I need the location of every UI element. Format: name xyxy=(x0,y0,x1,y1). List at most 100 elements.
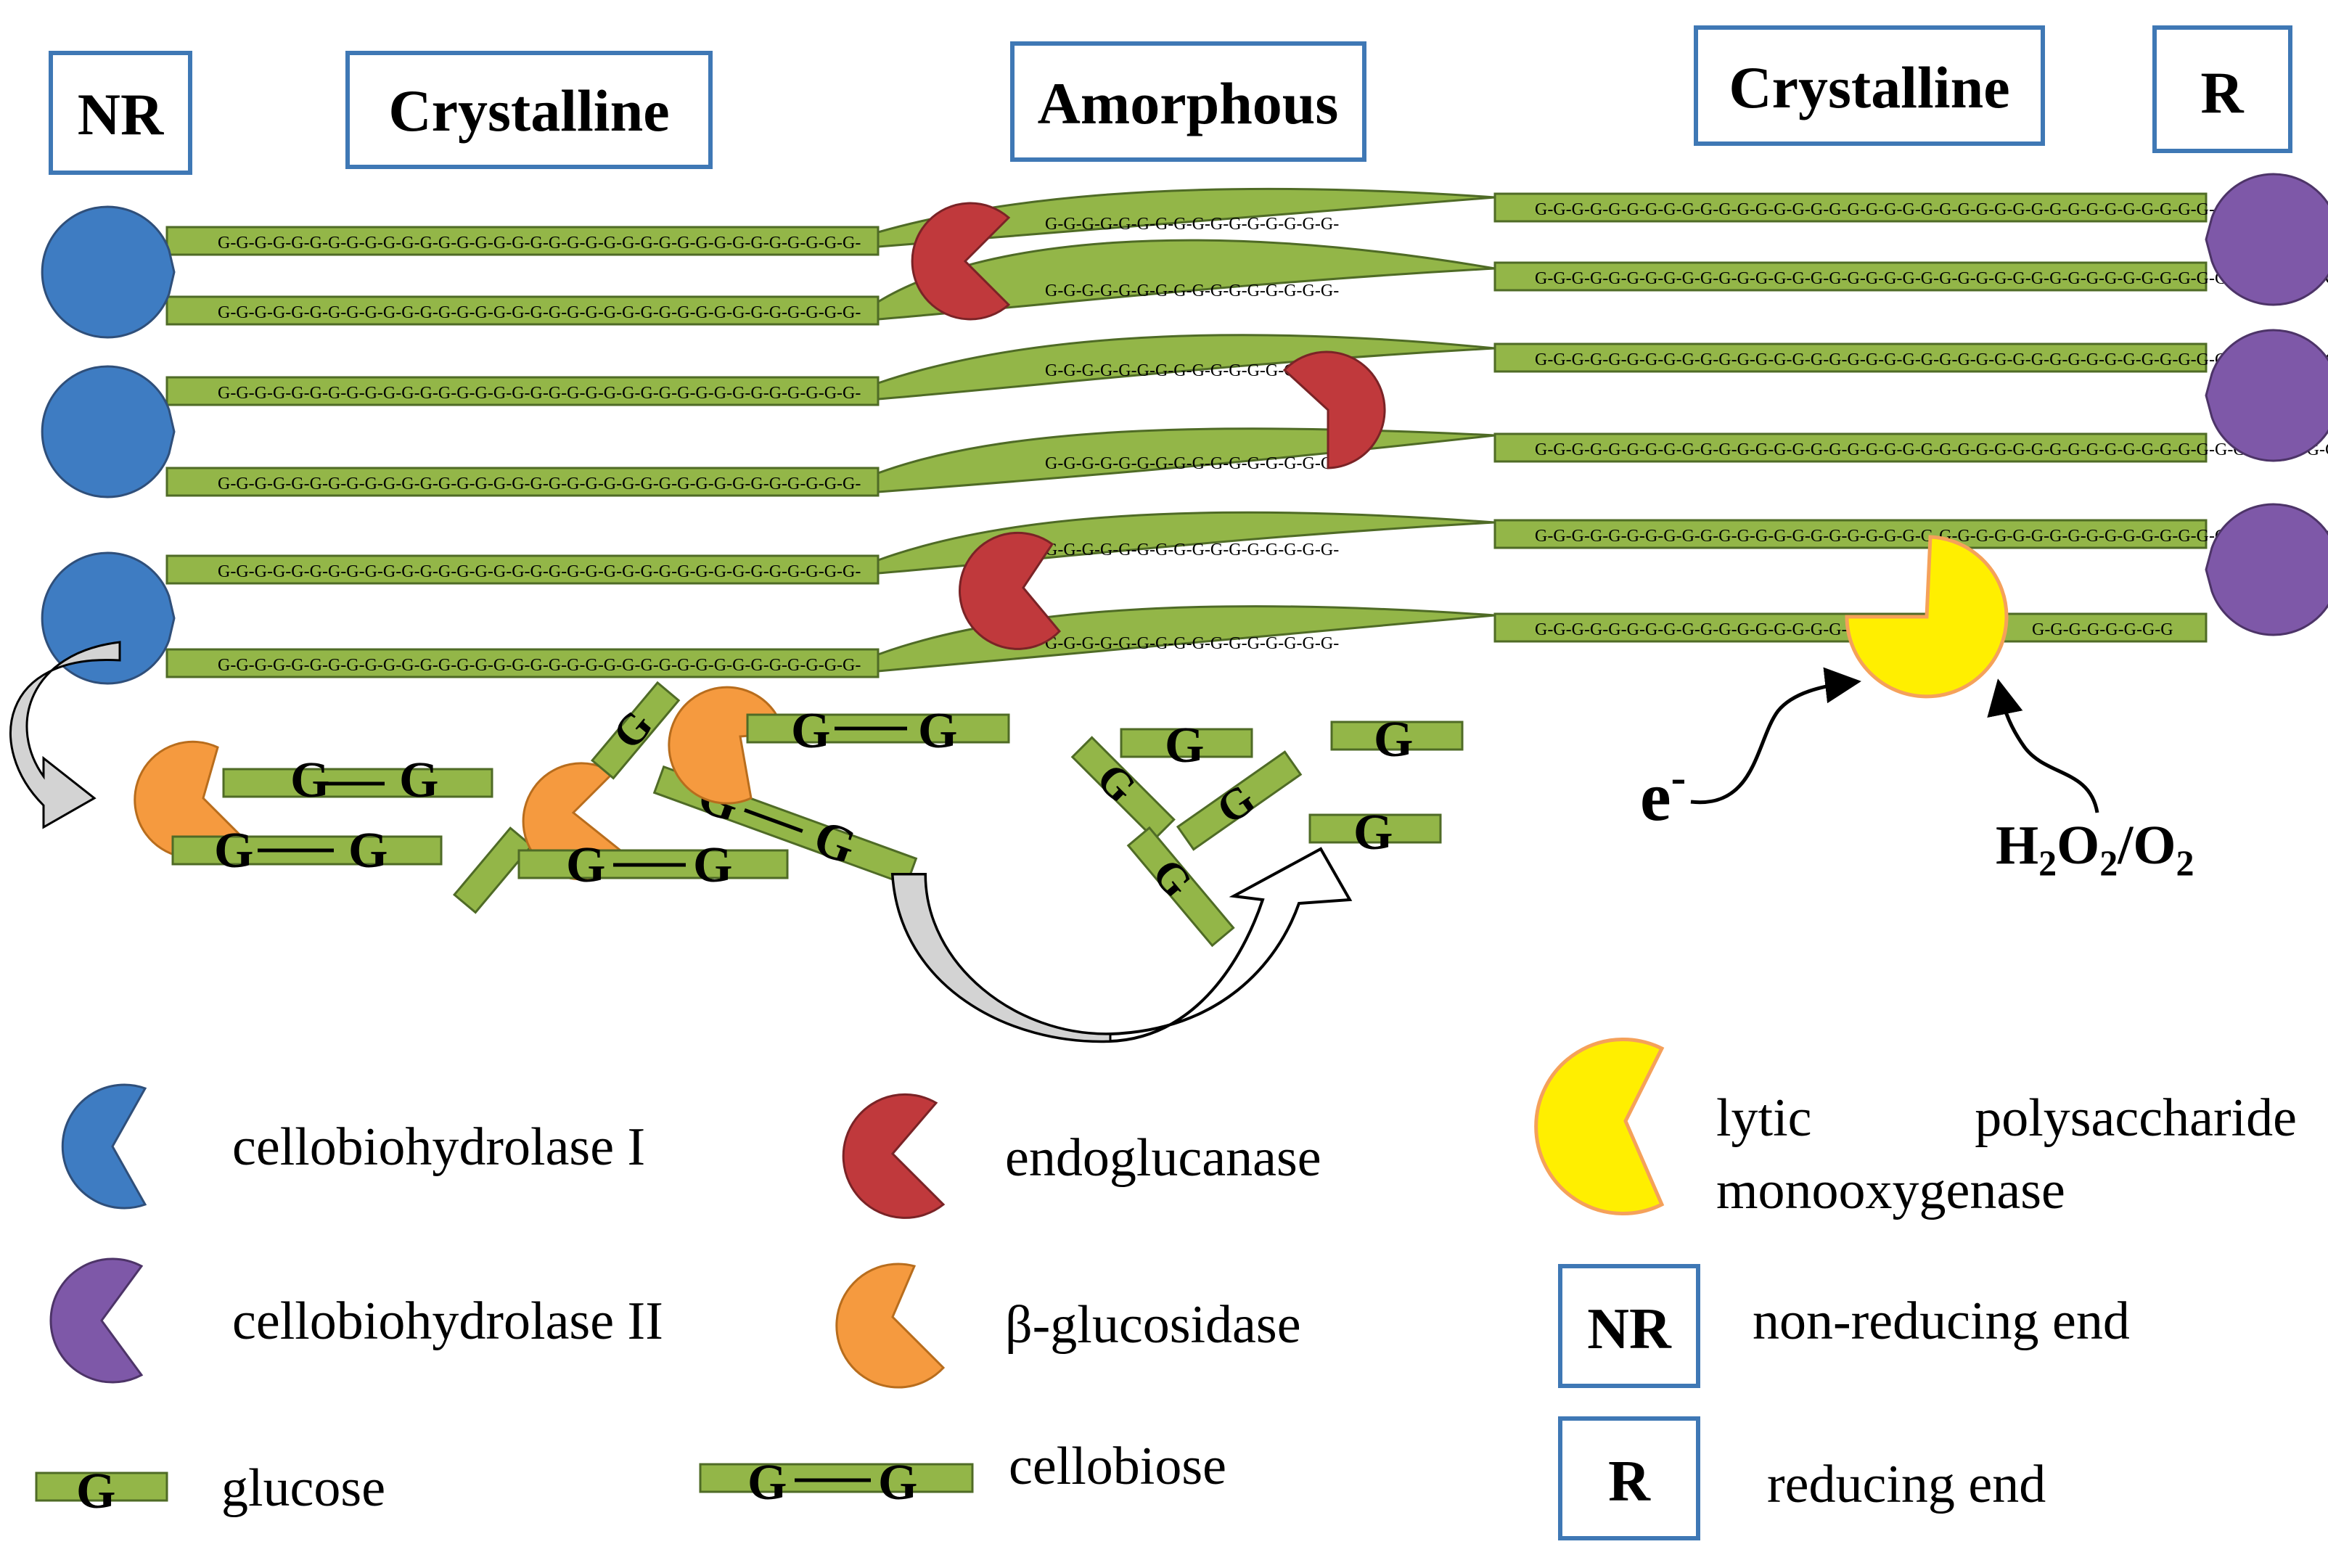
cbh1-enzyme-2 xyxy=(41,365,176,498)
cbh2-enzymes xyxy=(2205,173,2328,636)
legend-lpmo-text: lytic xyxy=(1716,1088,1812,1148)
oxidant-label: H2O2/O2 xyxy=(1996,815,2194,883)
cbh2-enzyme-3 xyxy=(2205,503,2328,636)
glucose-product xyxy=(452,826,533,914)
crystalline-left-box: Crystalline xyxy=(345,51,713,169)
svg-text:G: G xyxy=(693,837,732,893)
svg-text:G: G xyxy=(566,837,605,893)
chain-bar-left-3: G-G-G-G-G-G-G-G-G-G-G-G-G-G-G-G-G-G-G-G-… xyxy=(165,376,880,406)
legend-endoglucanase-icon xyxy=(842,1093,946,1219)
amorphous-chain-text: G-G-G-G-G-G-G-G-G-G-G-G-G-G-G-G- xyxy=(1045,215,1339,234)
chain-text: G-G-G-G-G-G-G-G-G-G-G-G-G-G-G-G-G-G xyxy=(1535,620,1860,639)
chain-text: G-G-G-G-G-G-G-G-G-G-G-G-G-G-G-G-G-G-G-G-… xyxy=(1535,440,2328,459)
legend-glucose-text: glucose xyxy=(221,1458,385,1518)
cellobiose-product: G G xyxy=(222,752,493,808)
crystalline-right-label: Crystalline xyxy=(1729,54,2009,120)
right-crystalline-chains: G-G-G-G-G-G-G-G-G-G-G-G-G-G-G-G-G-G-G-G-… xyxy=(1493,192,2328,643)
r-region-box: R xyxy=(2152,25,2292,153)
legend-nr-box xyxy=(1558,1264,1700,1388)
glucose-product: G xyxy=(1070,736,1176,841)
chain-text: G-G-G-G-G-G-G-G-G-G-G-G-G-G-G-G-G-G-G-G-… xyxy=(1535,200,2328,219)
legend-endoglucanase-text: endoglucanase xyxy=(1005,1128,1321,1188)
svg-text:G: G xyxy=(1353,805,1393,861)
legend-cbh1-icon xyxy=(61,1083,147,1210)
glucose-product: G xyxy=(1120,718,1253,773)
nr-region-box: NR xyxy=(49,51,192,175)
svg-text:G: G xyxy=(1165,718,1204,773)
legend-nr-text: non-reducing end xyxy=(1753,1292,2130,1351)
chain-bar-left-5: G-G-G-G-G-G-G-G-G-G-G-G-G-G-G-G-G-G-G-G-… xyxy=(165,554,880,585)
chain-bar-right-3: G-G-G-G-G-G-G-G-G-G-G-G-G-G-G-G-G-G-G-G-… xyxy=(1493,342,2328,373)
chain-text: G-G-G-G-G-G-G-G-G-G-G-G-G-G-G-G-G-G-G-G-… xyxy=(218,303,861,322)
crystalline-left-label: Crystalline xyxy=(388,78,669,144)
hydrolysis-products: G G G G G G G G xyxy=(134,681,1464,948)
cbh1-enzymes xyxy=(41,205,176,685)
legend-lpmo-icon xyxy=(1534,1038,1665,1215)
legend-bglucosidase-icon xyxy=(835,1263,946,1389)
amorphous-chain-text: G-G-G-G-G-G-G-G-G-G-G-G-G-G-G-G- xyxy=(1045,634,1339,653)
endoglucanase-3 xyxy=(959,531,1062,650)
chain-bar-right-2: G-G-G-G-G-G-G-G-G-G-G-G-G-G-G-G-G-G-G-G-… xyxy=(1493,261,2328,292)
r-label: R xyxy=(2200,59,2244,126)
chain-text: G-G-G-G-G-G-G-G xyxy=(2032,620,2173,639)
endoglucanase-1 xyxy=(911,202,1011,321)
amorphous-chain-text: G-G-G-G-G-G-G-G-G-G-G-G-G-G-G-G- xyxy=(1045,541,1339,559)
svg-text:G: G xyxy=(791,703,830,759)
amorphous-chain-text: G-G-G-G-G-G-G-G-G-G-G-G-G-G-G-G- xyxy=(1045,454,1339,473)
legend-cellobiose-text: cellobiose xyxy=(1009,1437,1226,1496)
legend-cellobiose-icon: G G xyxy=(699,1455,974,1511)
lpmo-inputs: e- H2O2/O2 xyxy=(1640,667,2194,883)
legend-nr-label: NR xyxy=(1587,1297,1672,1361)
electron-label: e- xyxy=(1640,753,1686,835)
cellobiose-product: G G xyxy=(517,837,789,893)
legend-lpmo-text: monooxygenase xyxy=(1716,1161,2065,1220)
crystalline-right-box: Crystalline xyxy=(1694,25,2045,146)
legend-cbh2-text: cellobiohydrolase II xyxy=(232,1292,663,1351)
cbh1-enzyme-1 xyxy=(41,205,176,339)
chain-text: G-G-G-G-G-G-G-G-G-G-G-G-G-G-G-G-G-G-G-G-… xyxy=(218,475,861,493)
chain-text: G-G-G-G-G-G-G-G-G-G-G-G-G-G-G-G-G-G-G-G-… xyxy=(1535,269,2328,288)
cbh1-enzyme-3 xyxy=(41,551,176,685)
svg-text:G: G xyxy=(878,1455,917,1511)
svg-text:G: G xyxy=(214,823,253,879)
nr-label: NR xyxy=(78,81,164,147)
chain-text: G-G-G-G-G-G-G-G-G-G-G-G-G-G-G-G-G-G-G-G-… xyxy=(218,234,861,253)
svg-text:G: G xyxy=(76,1464,115,1519)
chain-bar-right-4: G-G-G-G-G-G-G-G-G-G-G-G-G-G-G-G-G-G-G-G-… xyxy=(1493,432,2328,463)
legend-r-text: reducing end xyxy=(1767,1455,2046,1514)
chain-text: G-G-G-G-G-G-G-G-G-G-G-G-G-G-G-G-G-G-G-G-… xyxy=(218,562,861,581)
cbh2-enzyme-2 xyxy=(2205,329,2328,462)
glucose-product: G xyxy=(1126,826,1235,948)
chain-bar-left-1: G-G-G-G-G-G-G-G-G-G-G-G-G-G-G-G-G-G-G-G-… xyxy=(165,226,880,256)
amorphous-box: Amorphous xyxy=(1010,41,1366,162)
bglucosidase-3 xyxy=(668,686,785,805)
endoglucanase-2 xyxy=(1282,350,1386,469)
glucose-product: G xyxy=(1330,712,1464,768)
chain-text: G-G-G-G-G-G-G-G-G-G-G-G-G-G-G-G-G-G-G-G-… xyxy=(218,656,861,675)
legend-bglucosidase-text: β-glucosidase xyxy=(1005,1295,1301,1355)
chain-bar-left-4: G-G-G-G-G-G-G-G-G-G-G-G-G-G-G-G-G-G-G-G-… xyxy=(165,467,880,497)
svg-text:G: G xyxy=(348,823,388,879)
conversion-arrow xyxy=(890,847,1353,1043)
amorphous-label: Amorphous xyxy=(1038,70,1339,136)
legend-cbh1-text: cellobiohydrolase I xyxy=(232,1117,645,1177)
svg-text:G: G xyxy=(918,703,957,759)
svg-text:G: G xyxy=(747,1455,787,1511)
legend-r-box xyxy=(1558,1416,1700,1540)
lpmo-enzyme xyxy=(1845,535,2009,699)
legend-r-label: R xyxy=(1608,1450,1651,1514)
glucose-product: G xyxy=(1308,805,1442,861)
chain-bar-left-2: G-G-G-G-G-G-G-G-G-G-G-G-G-G-G-G-G-G-G-G-… xyxy=(165,295,880,326)
left-crystalline-chains: G-G-G-G-G-G-G-G-G-G-G-G-G-G-G-G-G-G-G-G-… xyxy=(165,226,880,678)
legend: cellobiohydrolase I cellobiohydrolase II… xyxy=(35,1038,2297,1540)
legend-glucose-icon: G xyxy=(35,1464,168,1519)
legend-lpmo-text: polysaccharide xyxy=(1975,1088,2297,1148)
amorphous-chain-text: G-G-G-G-G-G-G-G-G-G-G-G-G-G-G-G- xyxy=(1045,282,1339,300)
chain-text: G-G-G-G-G-G-G-G-G-G-G-G-G-G-G-G-G-G-G-G-… xyxy=(218,384,861,403)
svg-text:G: G xyxy=(399,752,438,808)
cbh2-enzyme-1 xyxy=(2205,173,2328,306)
release-arrow-left xyxy=(9,641,121,829)
chain-bar-right-5: G-G-G-G-G-G-G-G-G-G-G-G-G-G-G-G-G-G-G-G-… xyxy=(1493,519,2328,549)
chain-bar-left-6: G-G-G-G-G-G-G-G-G-G-G-G-G-G-G-G-G-G-G-G-… xyxy=(165,648,880,678)
